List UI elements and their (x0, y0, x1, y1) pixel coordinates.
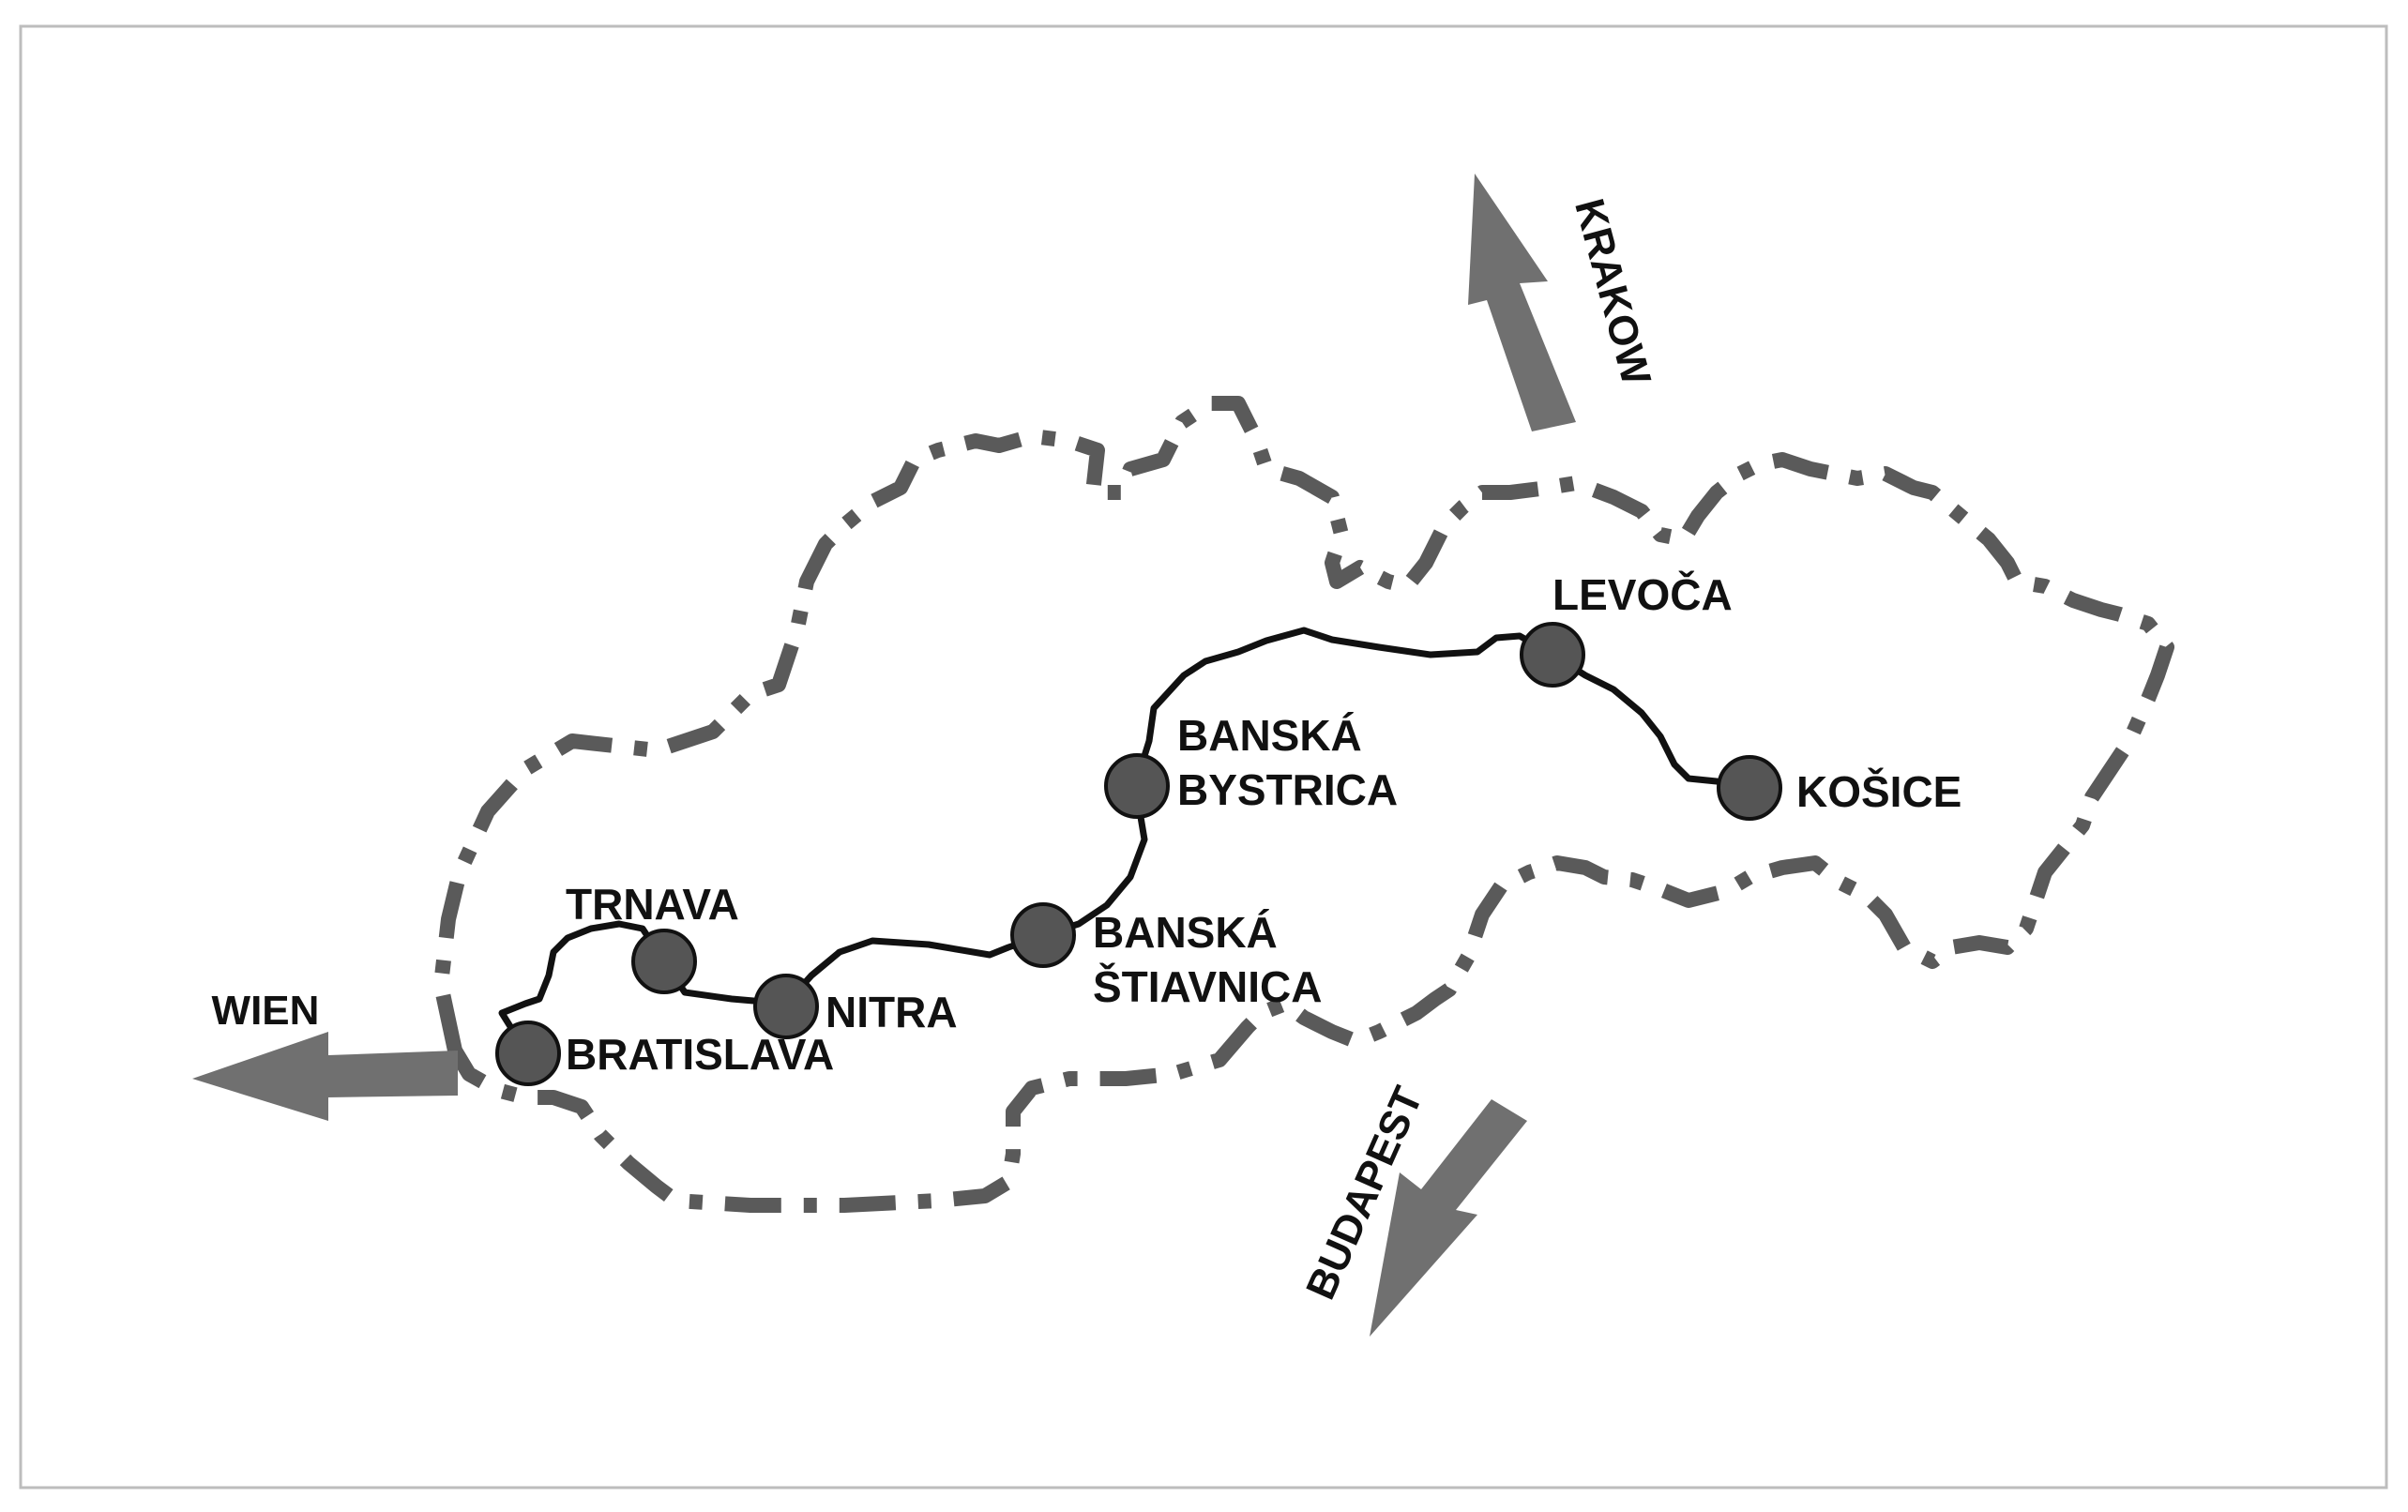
up-arrow-icon (1468, 174, 1576, 431)
city-nitra: NITRA (753, 974, 958, 1039)
city-marker-banska-stiavnica (1010, 902, 1076, 968)
city-marker-nitra (753, 974, 819, 1039)
city-label-banska-bystrica: BANSKÁ BYSTRICA (1177, 711, 1398, 814)
map-frame (19, 24, 2388, 1489)
city-label-line: NITRA (825, 988, 958, 1036)
city-marker-trnava (631, 929, 697, 994)
city-label-line: LEVOČA (1552, 570, 1733, 619)
budapest-arrow (1370, 1099, 1527, 1337)
city-banska-stiavnica: BANSKÁ ŠTIAVNICA (1010, 902, 1323, 1011)
city-label-line: KOŠICE (1796, 767, 1961, 816)
city-label-kosice: KOŠICE (1796, 767, 1961, 816)
city-bratislava: BRATISLAVA (495, 1021, 834, 1086)
city-banska-bystrica: BANSKÁ BYSTRICA (1104, 711, 1398, 819)
city-trnava: TRNAVA (566, 880, 739, 994)
city-label-line: BYSTRICA (1177, 765, 1398, 814)
city-label-line: TRNAVA (566, 880, 739, 929)
city-label-banska-stiavnica: BANSKÁ ŠTIAVNICA (1093, 908, 1323, 1011)
left-arrow-icon (192, 1032, 458, 1121)
city-marker-banska-bystrica (1104, 753, 1170, 819)
city-label-nitra: NITRA (825, 988, 958, 1036)
city-label-line: ŠTIAVNICA (1093, 962, 1323, 1011)
city-marker-kosice (1717, 755, 1782, 821)
city-label-line: BANSKÁ (1177, 711, 1362, 760)
wien-label: WIEN (212, 988, 320, 1034)
city-marker-levoca (1520, 622, 1585, 688)
city-levoca: LEVOČA (1520, 570, 1733, 688)
city-kosice: KOŠICE (1717, 755, 1961, 821)
city-label-trnava: TRNAVA (566, 880, 739, 929)
krakow-arrow (1468, 174, 1576, 431)
city-marker-bratislava (495, 1021, 561, 1086)
city-label-levoca: LEVOČA (1552, 570, 1733, 619)
country-border (433, 396, 2174, 1213)
city-label-line: BANSKÁ (1093, 908, 1278, 957)
wien-arrow (192, 1032, 458, 1121)
down-arrow-icon (1370, 1099, 1527, 1337)
